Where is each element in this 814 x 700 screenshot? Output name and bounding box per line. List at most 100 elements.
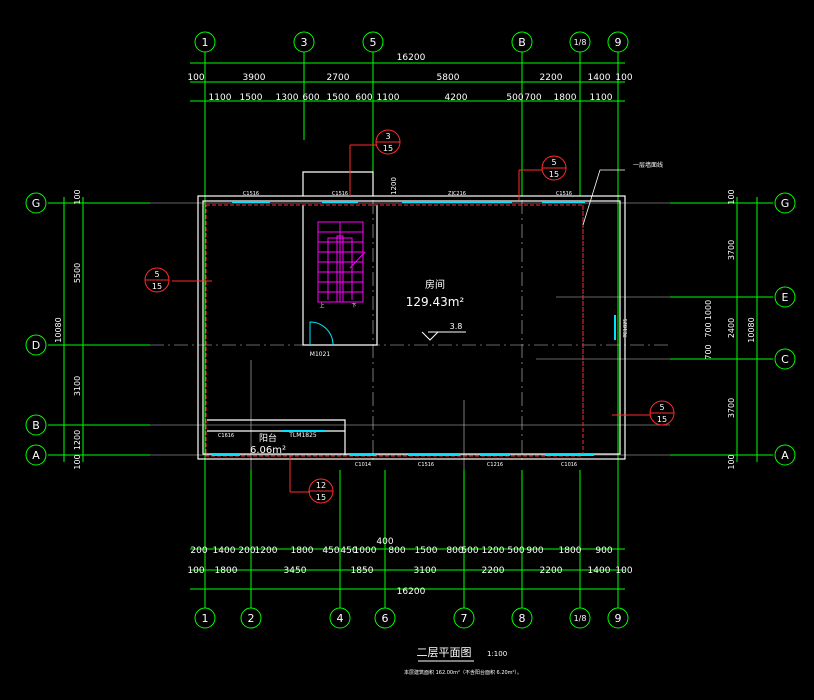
axis-bubble-left: A <box>25 444 47 466</box>
axis-label: B <box>518 36 526 49</box>
elevation-marker <box>421 331 466 341</box>
dim-extra-bottom: 400 <box>376 537 393 547</box>
window-label: ZJC216 <box>448 191 466 197</box>
dim-value: 3100 <box>73 376 82 396</box>
drawing-title-block: 二层平面图 1:100 本层建筑面积 162.00m²（不含阳台面积 6.20m… <box>404 646 522 676</box>
axis-bubble-top: 1/8 <box>569 31 591 53</box>
dim-value: 900 <box>595 546 612 556</box>
axis-label: 8 <box>519 612 526 625</box>
annotation-labels: 3.8 M1021 TLM1825 C1516 C1516 ZJC216 C15… <box>218 161 663 468</box>
axis-label: 1/8 <box>574 614 587 623</box>
window-label: C1216 <box>487 462 503 468</box>
axis-bubble-top: 3 <box>293 31 315 53</box>
dim-value: 1800 <box>291 546 314 556</box>
dim-value: 1800 <box>559 546 582 556</box>
window-label: C1014 <box>355 462 371 468</box>
axis-label: D <box>32 339 40 352</box>
dim-row-bottom-1: 200 1400 200 1200 1800 450 450 1000 800 … <box>190 546 612 556</box>
dim-value: 500 <box>507 546 524 556</box>
balcony-name: 阳台 <box>259 432 277 444</box>
window-label: TC1825 <box>623 319 629 339</box>
window-label: C1616 <box>218 433 234 439</box>
stair-down-label: 下 <box>351 303 356 309</box>
axis-bubble-left: B <box>25 414 47 436</box>
dim-value: 100 <box>187 566 204 576</box>
callout-number: 5 <box>659 403 664 412</box>
axis-label: G <box>781 197 790 210</box>
axis-label: G <box>32 197 41 210</box>
axis-bubble-left: G <box>25 192 47 214</box>
detail-callout: 5 15 <box>144 267 170 293</box>
axis-label: C <box>781 353 789 366</box>
axis-label: E <box>782 291 789 304</box>
dim-value: 600 <box>355 93 372 103</box>
dim-value: 5500 <box>73 263 82 283</box>
dim-col-left: 100 5500 3100 1200 100 10080 <box>54 189 82 469</box>
dim-value: 2200 <box>482 566 505 576</box>
detail-callout: 5 15 <box>541 155 567 181</box>
axis-label: 2 <box>248 612 255 625</box>
axis-label: 5 <box>370 36 377 49</box>
dim-value: 1400 <box>588 566 611 576</box>
callout-number: 5 <box>154 270 159 279</box>
axis-label: 1 <box>202 36 209 49</box>
callout-sheet: 15 <box>657 415 667 424</box>
axis-bubble-right: E <box>774 286 796 308</box>
dim-value: 1500 <box>415 546 438 556</box>
dim-value: 2700 <box>327 73 350 83</box>
door-label: M1021 <box>310 351 331 358</box>
axis-label: 9 <box>615 36 622 49</box>
axis-bubble-bottom: 8 <box>511 607 533 629</box>
axis-bubble-top: B <box>511 31 533 53</box>
walls <box>197 171 626 460</box>
dim-value: 100 <box>615 73 632 83</box>
dim-value: 1200 <box>73 430 82 450</box>
detail-callout: 12 15 <box>308 478 334 504</box>
drawing-title: 二层平面图 <box>417 646 472 659</box>
callout-leaders <box>172 144 650 493</box>
detail-callout: 5 15 <box>649 400 675 426</box>
dim-value: 100 <box>727 454 736 469</box>
vertical-axis-lines <box>204 52 619 608</box>
callout-number: 3 <box>385 132 390 141</box>
dim-value: 100 <box>187 73 204 83</box>
dim-value: 100 <box>615 566 632 576</box>
dim-value: 1100 <box>377 93 400 103</box>
callout-sheet: 15 <box>549 170 559 179</box>
window-label: C1516 <box>332 191 348 197</box>
dim-value: 1400 <box>588 73 611 83</box>
horizontal-axis-lines <box>48 62 773 590</box>
axis-bubble-left: D <box>25 334 47 356</box>
window-label: C1516 <box>243 191 259 197</box>
axis-bubble-bottom: 1 <box>194 607 216 629</box>
callout-number: 5 <box>551 158 556 167</box>
axis-bubble-right: A <box>774 444 796 466</box>
dim-value: 1100 <box>590 93 613 103</box>
callout-sheet: 15 <box>383 144 393 153</box>
axis-bubble-bottom: 2 <box>240 607 262 629</box>
axis-label: A <box>32 449 40 462</box>
axis-bubble-right: G <box>774 192 796 214</box>
dim-value: 1800 <box>554 93 577 103</box>
dim-total-top: 16200 <box>397 53 426 63</box>
dim-col-right: 100 3700 1000 700 2400 700 3700 100 1008… <box>704 189 756 469</box>
dim-value: 2400 <box>727 318 736 338</box>
dim-row-bottom-2: 100 1800 3450 1850 3100 2200 2200 1400 1… <box>187 566 632 576</box>
window-label: C1516 <box>556 191 572 197</box>
axis-bubble-bottom: 7 <box>453 607 475 629</box>
dim-value: 600 <box>302 93 319 103</box>
dim-value: 100 <box>73 454 82 469</box>
callout-sheet: 15 <box>316 493 326 502</box>
axis-label: 6 <box>382 612 389 625</box>
dim-row-top-2: 1100 1500 1300 600 1500 600 1100 4200 50… <box>209 93 613 103</box>
dim-value: 1500 <box>240 93 263 103</box>
door-label: TLM1825 <box>288 432 317 439</box>
dim-value: 5800 <box>437 73 460 83</box>
inner-outline <box>205 204 584 457</box>
dim-value: 450 <box>322 546 339 556</box>
dim-value: 3700 <box>727 398 736 418</box>
balcony-area: 6.06m² <box>250 445 286 456</box>
axis-label: 1/8 <box>574 38 587 47</box>
dim-value: 1800 <box>215 566 238 576</box>
axis-bubble-bottom: 6 <box>374 607 396 629</box>
